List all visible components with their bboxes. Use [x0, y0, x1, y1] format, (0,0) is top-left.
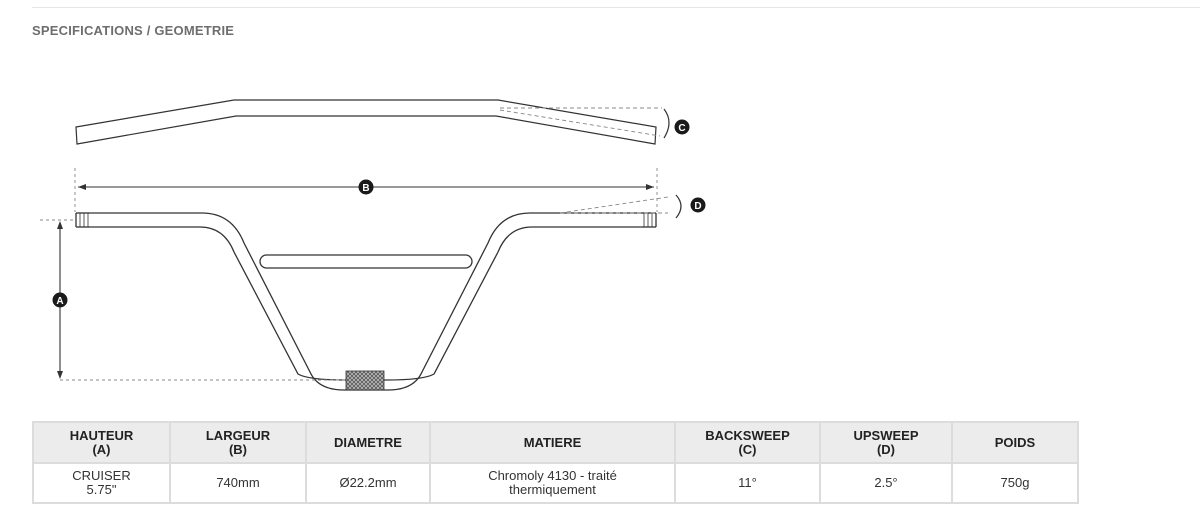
header-poids: POIDS — [951, 421, 1079, 464]
svg-text:D: D — [694, 201, 701, 212]
top-divider — [32, 7, 1200, 8]
cell-matiere: Chromoly 4130 - traité thermiquement — [429, 462, 676, 504]
cell-diametre: Ø22.2mm — [305, 462, 431, 504]
cell-backsweep: 11° — [674, 462, 821, 504]
handlebar-geometry-diagram: C B — [40, 99, 706, 391]
label-c-marker: C — [674, 119, 690, 135]
table-row: CRUISER 5.75" 740mm Ø22.2mm Chromoly 413… — [32, 462, 1079, 504]
knurled-clamp-area — [345, 370, 385, 391]
label-b-marker: B — [358, 179, 374, 195]
header-upsweep: UPSWEEP (D) — [819, 421, 953, 464]
header-backsweep: BACKSWEEP (C) — [674, 421, 821, 464]
height-dimension — [40, 219, 345, 381]
section-title: SPECIFICATIONS / GEOMETRIE — [32, 23, 235, 38]
table-header-row: HAUTEUR (A) LARGEUR (B) DIAMETRE MATIERE… — [32, 421, 1079, 464]
cell-hauteur: CRUISER 5.75" — [32, 462, 171, 504]
backsweep-guides — [499, 107, 662, 137]
specifications-table: HAUTEUR (A) LARGEUR (B) DIAMETRE MATIERE… — [32, 421, 1079, 504]
backsweep-arc — [663, 108, 670, 139]
label-a-marker: A — [52, 292, 68, 308]
cell-poids: 750g — [951, 462, 1079, 504]
upsweep-guides — [559, 196, 669, 214]
label-d-marker: D — [690, 197, 706, 213]
cell-upsweep: 2.5° — [819, 462, 953, 504]
svg-text:A: A — [56, 296, 63, 307]
front-view-bar — [75, 212, 657, 391]
header-largeur: LARGEUR (B) — [169, 421, 307, 464]
upsweep-arc — [675, 194, 682, 219]
header-matiere: MATIERE — [429, 421, 676, 464]
header-diametre: DIAMETRE — [305, 421, 431, 464]
svg-text:C: C — [678, 123, 685, 134]
svg-text:B: B — [362, 183, 369, 194]
header-hauteur: HAUTEUR (A) — [32, 421, 171, 464]
cell-largeur: 740mm — [169, 462, 307, 504]
top-view-bar — [75, 99, 657, 145]
